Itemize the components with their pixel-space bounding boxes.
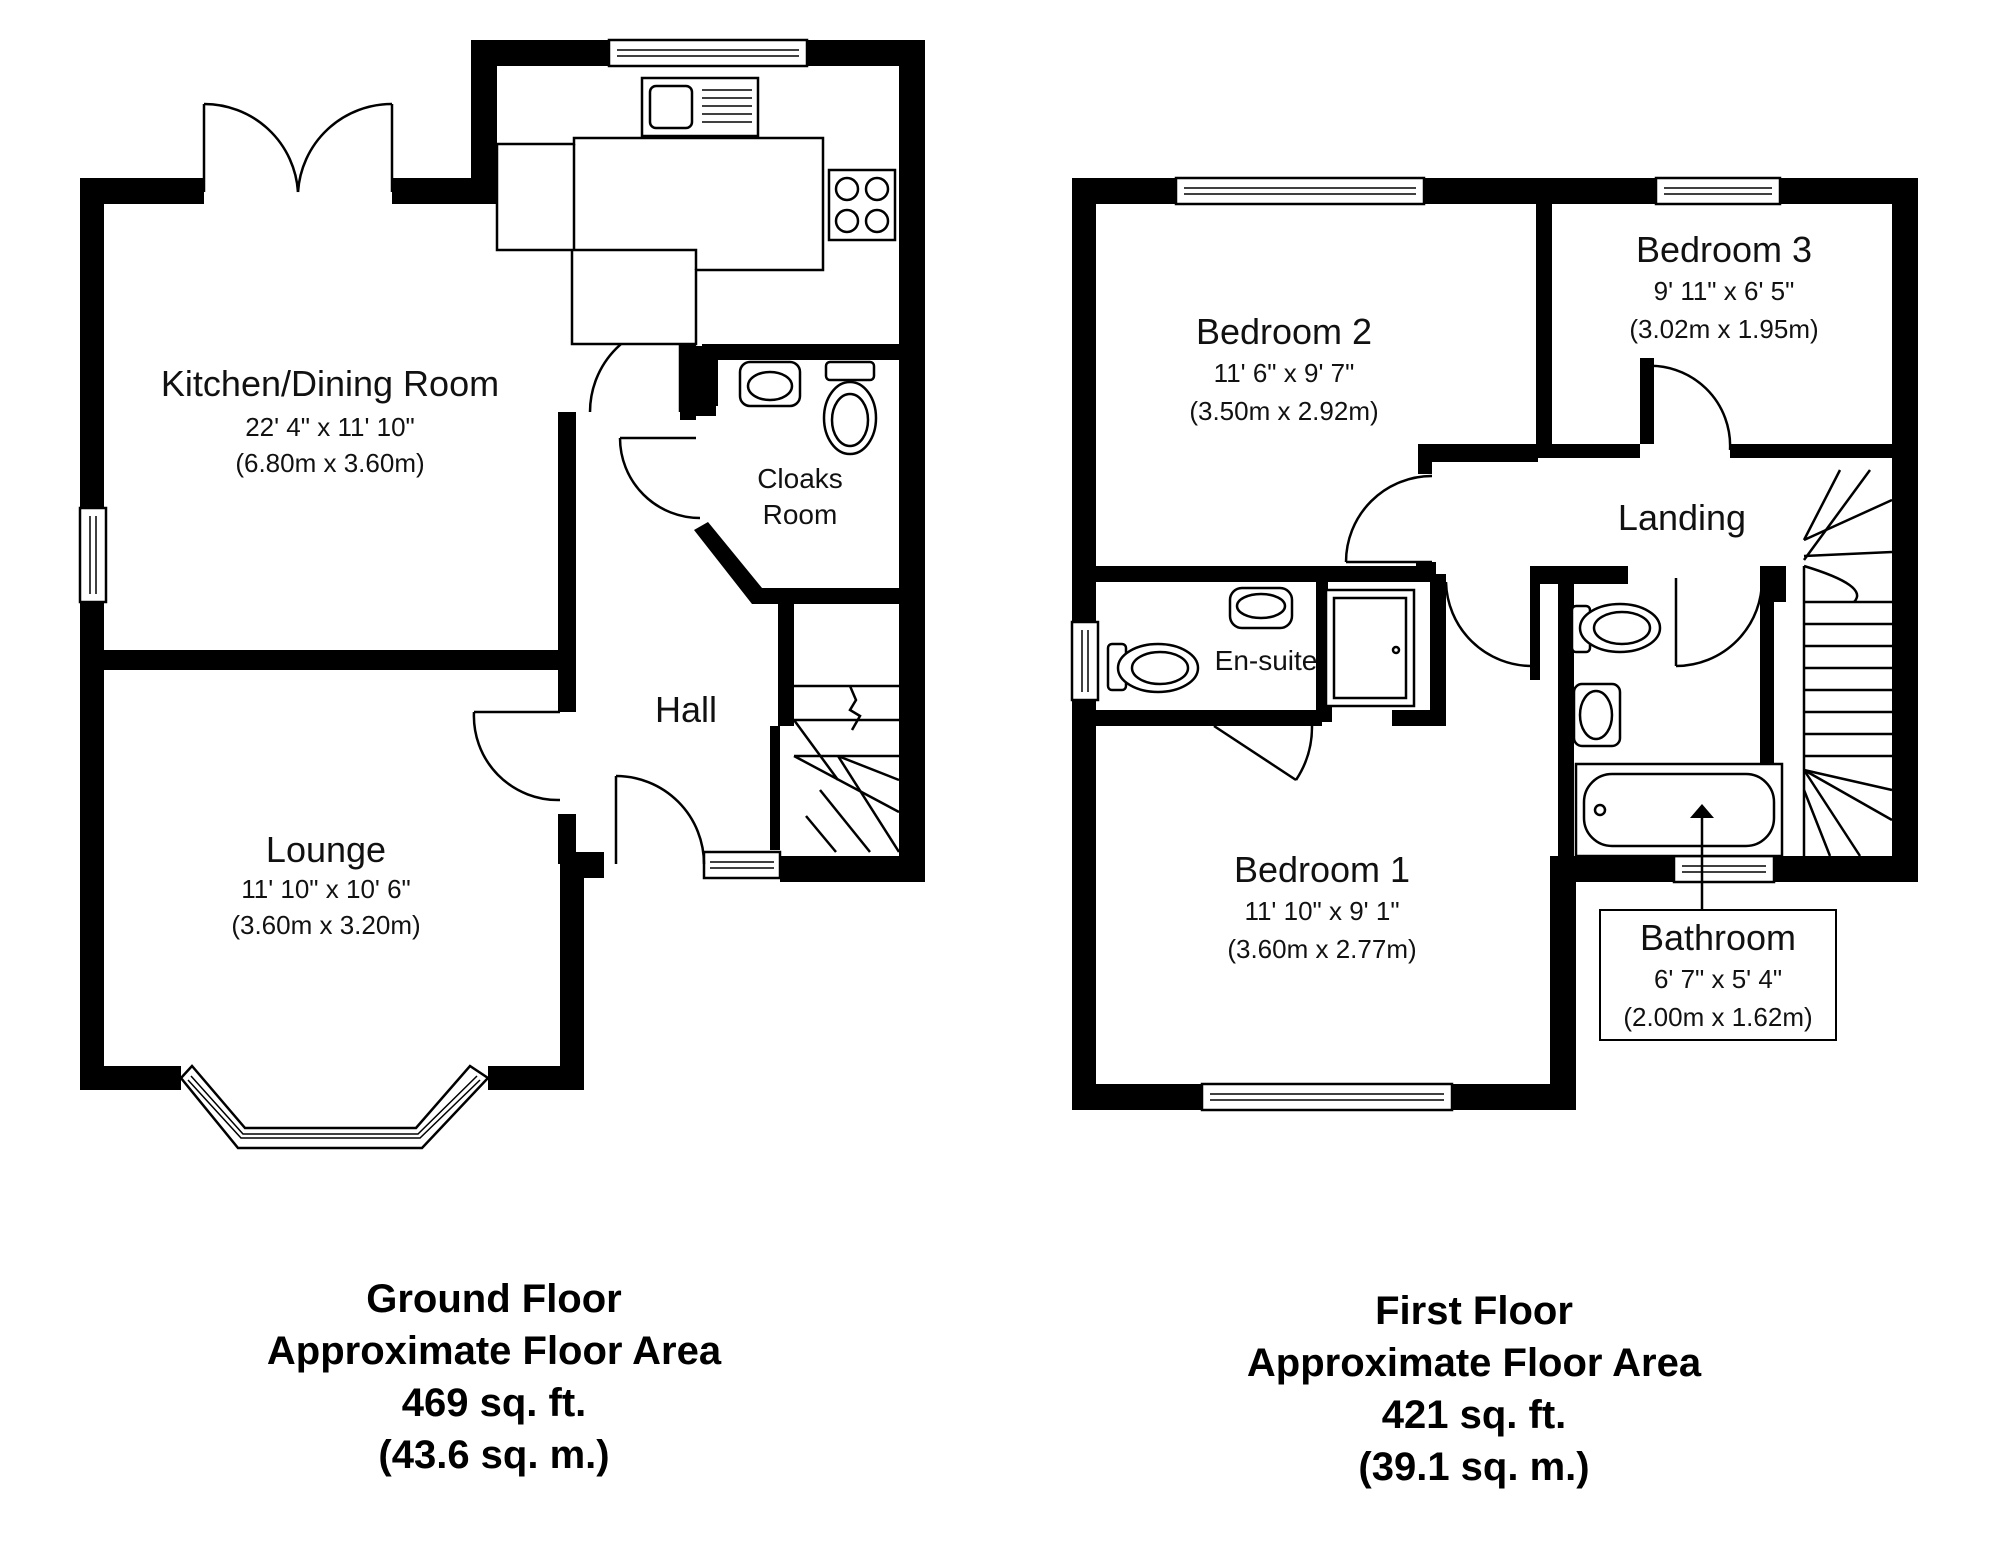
cloaks-door (618, 436, 701, 520)
basin-icon (1228, 586, 1294, 630)
toilet-icon (1106, 642, 1200, 694)
front-door (614, 774, 706, 865)
room-bedroom-1: Bedroom 1 11' 10" x 9' 1" (3.60m x 2.77m… (1227, 849, 1416, 964)
caption-area-sqft: 469 sq. ft. (402, 1381, 587, 1425)
bath-icon (1574, 762, 1784, 858)
room-dimensions-metric: (3.50m x 2.92m) (1189, 396, 1378, 426)
bathroom-fittings (1570, 602, 1784, 858)
room-dimensions-metric: (3.02m x 1.95m) (1629, 314, 1818, 344)
first-floor-plan: Bedroom 2 11' 6" x 9' 7" (3.50m x 2.92m)… (1070, 176, 1918, 1489)
ground-floor-walls (80, 40, 925, 1090)
kitchen-side-window (78, 506, 108, 604)
bathroom-label-box (1599, 804, 1837, 1041)
ground-floor-plan: Kitchen/Dining Room 22' 4" x 11' 10" (6.… (78, 38, 925, 1477)
caption-area-label: Approximate Floor Area (1247, 1341, 1702, 1385)
room-name-line-1: Cloaks (757, 463, 843, 494)
cloaks-fittings (738, 360, 878, 456)
bedroom-3-window (1654, 176, 1782, 206)
first-floor-stairs (1802, 469, 1893, 857)
caption-area-sqm: (43.6 sq. m.) (378, 1433, 609, 1477)
room-dimensions-metric: (3.60m x 3.20m) (231, 910, 420, 940)
caption-floor-name: Ground Floor (366, 1277, 622, 1321)
caption-floor-name: First Floor (1375, 1289, 1573, 1333)
ensuite-door (1213, 724, 1314, 782)
basin-icon (1572, 682, 1622, 748)
patio-french-doors (202, 102, 394, 193)
room-cloaks: Cloaks Room (757, 463, 843, 530)
room-dimensions-imperial: 6' 7" x 5' 4" (1654, 964, 1782, 994)
lounge-door (472, 710, 561, 802)
caption-area-label: Approximate Floor Area (267, 1329, 722, 1373)
room-hall: Hall (655, 689, 717, 730)
hall-front-window (702, 850, 782, 880)
room-bedroom-3: Bedroom 3 9' 11" x 6' 5" (3.02m x 1.95m) (1629, 229, 1818, 344)
room-name: Lounge (266, 829, 386, 870)
room-name: Bedroom 3 (1636, 229, 1812, 270)
room-name: Hall (655, 689, 717, 730)
ground-floor-caption: Ground Floor Approximate Floor Area 469 … (267, 1277, 722, 1477)
bedroom-3-door (1642, 364, 1732, 451)
first-floor-caption: First Floor Approximate Floor Area 421 s… (1247, 1289, 1702, 1489)
ensuite-fittings (1106, 586, 1416, 708)
hob-icon (827, 168, 897, 242)
kitchen-top-window (607, 38, 809, 68)
room-bathroom: Bathroom 6' 7" x 5' 4" (2.00m x 1.62m) (1623, 917, 1812, 1032)
room-name: Bedroom 1 (1234, 849, 1410, 890)
bathroom-door (1674, 577, 1764, 668)
toilet-icon (822, 360, 878, 456)
ground-floor-windows (78, 38, 809, 1150)
lounge-bay-window (179, 1064, 490, 1150)
ground-floor-stairs (792, 684, 901, 853)
room-landing: Landing (1618, 497, 1746, 538)
room-lounge: Lounge 11' 10" x 10' 6" (3.60m x 3.20m) (231, 829, 420, 940)
room-name: Landing (1618, 497, 1746, 538)
ensuite-window (1070, 620, 1100, 702)
caption-area-sqft: 421 sq. ft. (1382, 1393, 1567, 1437)
bedroom-2-door (1344, 474, 1433, 564)
first-floor-windows (1070, 176, 1782, 1112)
bedroom-2-window (1174, 176, 1426, 206)
room-dimensions-imperial: 11' 6" x 9' 7" (1214, 358, 1355, 388)
bathroom-window (1672, 854, 1776, 884)
basin-icon (738, 360, 802, 408)
toilet-icon (1570, 602, 1662, 654)
room-dimensions-metric: (2.00m x 1.62m) (1623, 1002, 1812, 1032)
first-floor-doors (1213, 364, 1764, 782)
room-ensuite: En-suite (1215, 645, 1318, 676)
room-kitchen-dining: Kitchen/Dining Room 22' 4" x 11' 10" (6.… (161, 363, 499, 478)
caption-area-sqm: (39.1 sq. m.) (1358, 1445, 1589, 1489)
ground-floor-doors (202, 102, 706, 865)
room-name: En-suite (1215, 645, 1318, 676)
room-name: Bathroom (1640, 917, 1796, 958)
room-dimensions-metric: (3.60m x 2.77m) (1227, 934, 1416, 964)
room-dimensions-imperial: 22' 4" x 11' 10" (245, 412, 415, 442)
room-name-line-2: Room (763, 499, 838, 530)
bedroom-1-door (1444, 581, 1534, 668)
shower-icon (1324, 588, 1416, 708)
room-dimensions-imperial: 11' 10" x 9' 1" (1244, 896, 1399, 926)
room-dimensions-imperial: 11' 10" x 10' 6" (241, 874, 411, 904)
room-name: Bedroom 2 (1196, 311, 1372, 352)
room-bedroom-2: Bedroom 2 11' 6" x 9' 7" (3.50m x 2.92m) (1189, 311, 1378, 426)
kitchen-fittings (495, 76, 897, 346)
room-name: Kitchen/Dining Room (161, 363, 499, 404)
room-dimensions-metric: (6.80m x 3.60m) (235, 448, 424, 478)
drainer-icon (702, 89, 752, 123)
room-dimensions-imperial: 9' 11" x 6' 5" (1654, 276, 1795, 306)
bedroom-1-window (1200, 1082, 1454, 1112)
